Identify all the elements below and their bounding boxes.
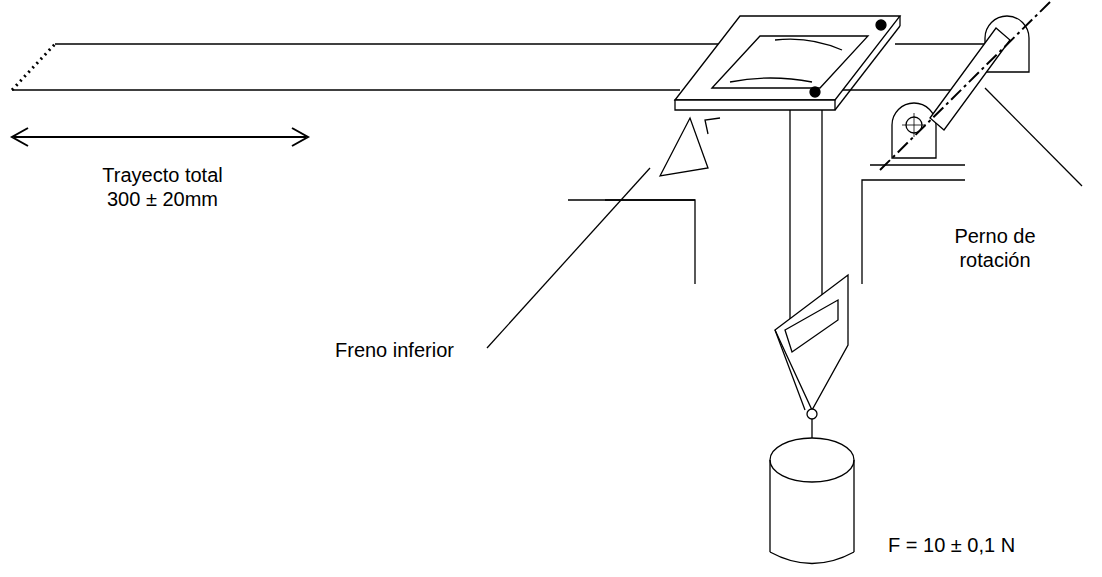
strip-edge bbox=[55, 43, 740, 44]
carriage-plate bbox=[899, 16, 900, 26]
weight bbox=[853, 460, 854, 552]
part-label: F = 10 ± 0,1 N bbox=[888, 533, 1068, 557]
table-edge bbox=[568, 200, 695, 284]
axis-line bbox=[880, 2, 1050, 170]
hanger-bar bbox=[789, 110, 790, 335]
strip-end bbox=[12, 44, 55, 90]
strip-edge bbox=[838, 89, 960, 90]
part-label: Freno inferior bbox=[335, 338, 495, 362]
part-label: Trayecto total 300 ± 20mm bbox=[85, 163, 240, 211]
carriage-plate bbox=[675, 100, 835, 110]
weight bbox=[769, 460, 770, 552]
pillow-block bbox=[892, 103, 936, 158]
hanger-clamp bbox=[785, 300, 838, 352]
pillow-block bbox=[914, 113, 915, 137]
hanger-bar bbox=[821, 110, 822, 320]
plate-opening bbox=[775, 39, 842, 50]
brake-wedge bbox=[705, 118, 720, 134]
carriage-plate bbox=[835, 26, 900, 110]
plate-opening bbox=[730, 78, 812, 82]
arrow-head bbox=[12, 128, 28, 146]
plate-opening bbox=[712, 36, 868, 88]
leader-line bbox=[985, 88, 1082, 186]
hanger-clamp bbox=[775, 330, 805, 410]
weight bbox=[770, 552, 854, 564]
strip-edge bbox=[12, 89, 680, 90]
rotation-pin bbox=[930, 28, 1010, 130]
dimension-line bbox=[14, 136, 306, 138]
screw bbox=[810, 87, 820, 97]
strip-edge bbox=[895, 43, 985, 44]
brake-wedge bbox=[660, 118, 708, 176]
part-label: Perno de rotación bbox=[935, 224, 1055, 272]
arrow-head bbox=[292, 128, 308, 146]
table-edge bbox=[862, 180, 965, 284]
carriage-plate bbox=[675, 16, 900, 100]
string bbox=[811, 419, 812, 440]
leader-line bbox=[487, 168, 650, 348]
weight bbox=[770, 438, 854, 482]
hook-eye bbox=[807, 409, 817, 419]
hanger-clamp bbox=[775, 275, 848, 410]
table-edge bbox=[605, 199, 695, 200]
screw bbox=[876, 20, 886, 30]
